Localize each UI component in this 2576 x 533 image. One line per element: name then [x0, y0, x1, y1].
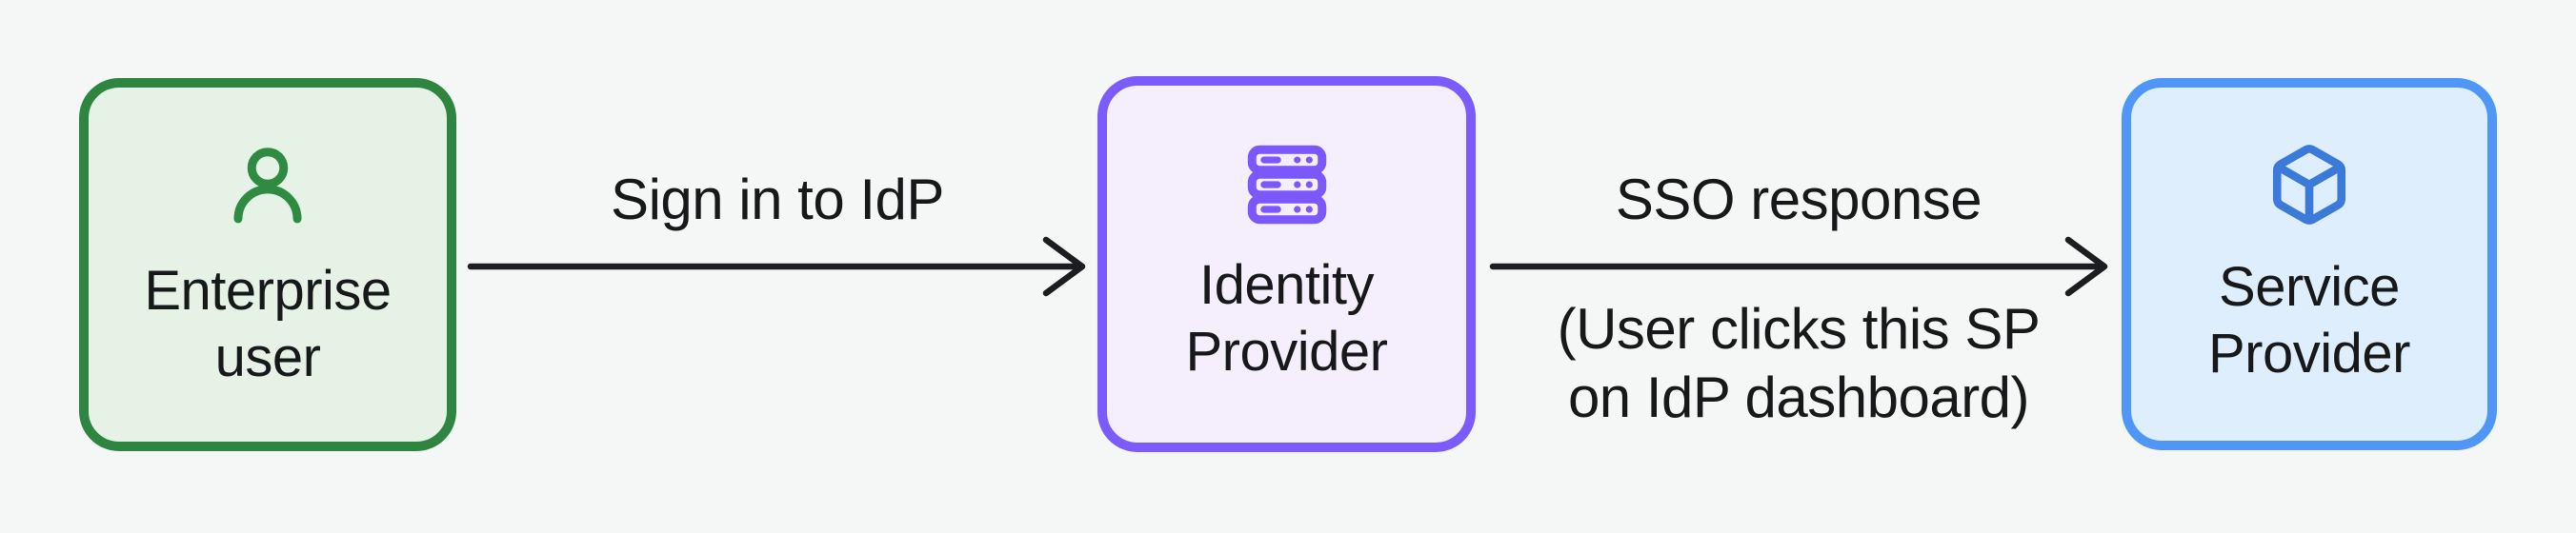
node-title-identity-provider: Identity Provider [1185, 253, 1388, 383]
node-identity-provider: Identity Provider [1097, 76, 1476, 452]
edge-label-sso-response: SSO response [1615, 168, 1982, 231]
node-title-service-provider: Service Provider [2208, 255, 2410, 385]
edge-sublabel-sso-response: (User clicks this SP on IdP dashboard) [1557, 297, 2041, 429]
arrow-sso-response [1489, 236, 2108, 297]
server-icon [1247, 145, 1326, 224]
node-service-provider: Service Provider [2122, 78, 2497, 450]
node-title-enterprise-user: Enterprise user [144, 260, 392, 388]
user-icon [233, 148, 302, 224]
cube-icon [2272, 144, 2346, 225]
edge-label-sign-in-to-idp: Sign in to IdP [611, 168, 944, 231]
arrow-sign-in-to-idp [467, 236, 1086, 297]
node-enterprise-user: Enterprise user [79, 78, 456, 451]
